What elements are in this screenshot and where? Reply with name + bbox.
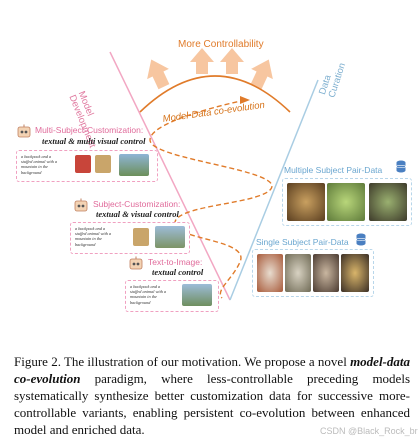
text-to-image-prompt: a backpack and a stuffed animal with a m… xyxy=(130,284,167,305)
model-axis-line xyxy=(109,51,231,301)
multiple-subject-data-label: Multiple Subject Pair-Data xyxy=(284,165,383,175)
database-icon xyxy=(356,233,366,246)
figure-graphics xyxy=(109,48,319,301)
more-controllability-label: More Controllability xyxy=(178,39,264,50)
multi-subject-card: a backpack and a stuffed animal with a m… xyxy=(16,150,158,182)
generated-mountain-image xyxy=(119,154,149,176)
melon-image xyxy=(327,183,365,221)
data-axis-line xyxy=(229,79,319,301)
controllability-arrows xyxy=(147,48,273,90)
single-subject-data-label: Single Subject Pair-Data xyxy=(256,237,349,247)
portrait-image xyxy=(313,254,339,292)
watermark: CSDN @Black_Rock_br xyxy=(320,426,418,436)
scene-image xyxy=(369,183,407,221)
multi-subject-title: Multi-Subject-Customization: xyxy=(35,125,144,135)
figure-illustration: More Controllability Model-Data co-evolu… xyxy=(16,39,412,312)
generated-mountain-image xyxy=(182,284,212,306)
bird-image xyxy=(257,254,283,292)
stuffed-animal-image xyxy=(133,228,149,246)
multiple-subject-data-card xyxy=(282,178,412,226)
robot-icon xyxy=(129,256,143,270)
robot-icon xyxy=(74,198,88,212)
robot-icon xyxy=(17,124,31,138)
backpack-image xyxy=(75,155,91,173)
database-icon xyxy=(396,160,406,173)
top-arc xyxy=(139,75,291,113)
stuffed-animal-image xyxy=(95,155,111,173)
caption-prefix: Figure 2. The illustration of our motiva… xyxy=(14,354,347,369)
subject-custom-title: Subject-Customization: xyxy=(93,199,181,209)
subject-custom-prompt: a backpack and a stuffed animal with a m… xyxy=(75,226,112,247)
coevolution-arrowhead xyxy=(240,96,250,104)
caption-suffix: paradigm, where less-controllable preced… xyxy=(14,371,411,437)
clock-robot-image xyxy=(287,183,325,221)
single-subject-data-card xyxy=(252,249,374,297)
subject-custom-card: a backpack and a stuffed animal with a m… xyxy=(70,222,190,254)
teapot-image xyxy=(285,254,311,292)
figure-caption: Figure 2. The illustration of our motiva… xyxy=(14,353,410,438)
caption-emphasis: model-data co-evolution xyxy=(14,354,410,386)
text-to-image-subtitle: textual control xyxy=(152,267,204,277)
coevolution-path xyxy=(149,99,273,299)
subject-custom-subtitle: textual & visual control xyxy=(96,209,179,219)
text-to-image-card: a backpack and a stuffed animal with a m… xyxy=(125,280,219,312)
text-to-image-title: Text-to-Image: xyxy=(148,257,203,267)
multi-subject-prompt: a backpack and a stuffed animal with a m… xyxy=(21,154,58,175)
lantern-image xyxy=(341,254,369,292)
multi-subject-subtitle: textual & multi visual control xyxy=(42,136,146,146)
generated-mountain-image xyxy=(155,226,185,248)
